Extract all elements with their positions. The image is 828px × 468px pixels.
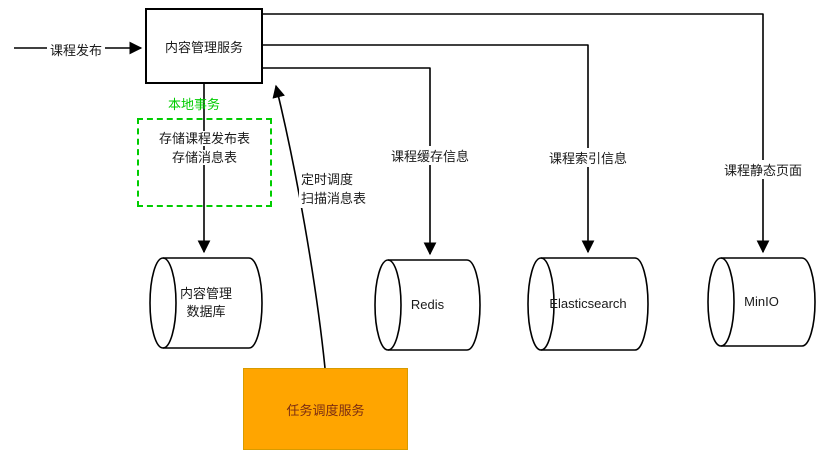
local-transaction-line2: 存储消息表 [169,150,239,165]
cylinder-minio [707,257,816,347]
edge-redis-arrow [263,67,437,256]
edge-minio-arrow [263,13,770,254]
task-scheduler-node: 任务调度服务 [243,368,408,450]
scheduler-edge-label: 定时调度 扫描消息表 [299,170,369,208]
minio-edge-label: 课程静态页面 [720,160,806,179]
local-transaction-line1: 存储课程发布表 [156,131,252,146]
task-scheduler-label: 任务调度服务 [286,402,365,418]
edge-scheduler-curve-arrow [272,84,326,369]
redis-node-label: Redis [410,297,445,312]
elasticsearch-edge-label: 课程索引信息 [545,148,631,167]
minio-node-label: MinIO [744,294,779,309]
database-node-label: 内容管理 数据库 [150,258,262,348]
cms-service-node: 内容管理服务 [145,8,263,84]
local-transaction-box: 存储课程发布表 存储消息表 [137,118,272,207]
scheduler-edge-line2: 扫描消息表 [299,189,369,208]
elasticsearch-node-label: Elasticsearch [549,296,627,311]
cylinder-redis [374,259,481,351]
cylinder-database [149,257,263,349]
cylinder-minio-cap [720,257,735,347]
cylinder-elasticsearch [527,257,649,351]
local-transaction-text: 存储课程发布表 存储消息表 [139,129,270,167]
redis-edge-label: 课程缓存信息 [387,146,473,165]
publish-edge-label: 课程发布 [46,40,106,59]
scheduler-edge-line1: 定时调度 [299,170,356,189]
cms-service-label: 内容管理服务 [164,39,243,55]
edge-elasticsearch-arrow [263,44,595,254]
cylinder-database-cap [162,257,177,349]
local-transaction-title: 本地事务 [168,97,221,112]
database-label-line1: 内容管理 [179,286,232,301]
database-label-line2: 数据库 [186,304,226,319]
cylinder-redis-cap [387,259,402,351]
cylinder-elasticsearch-cap [540,257,555,351]
